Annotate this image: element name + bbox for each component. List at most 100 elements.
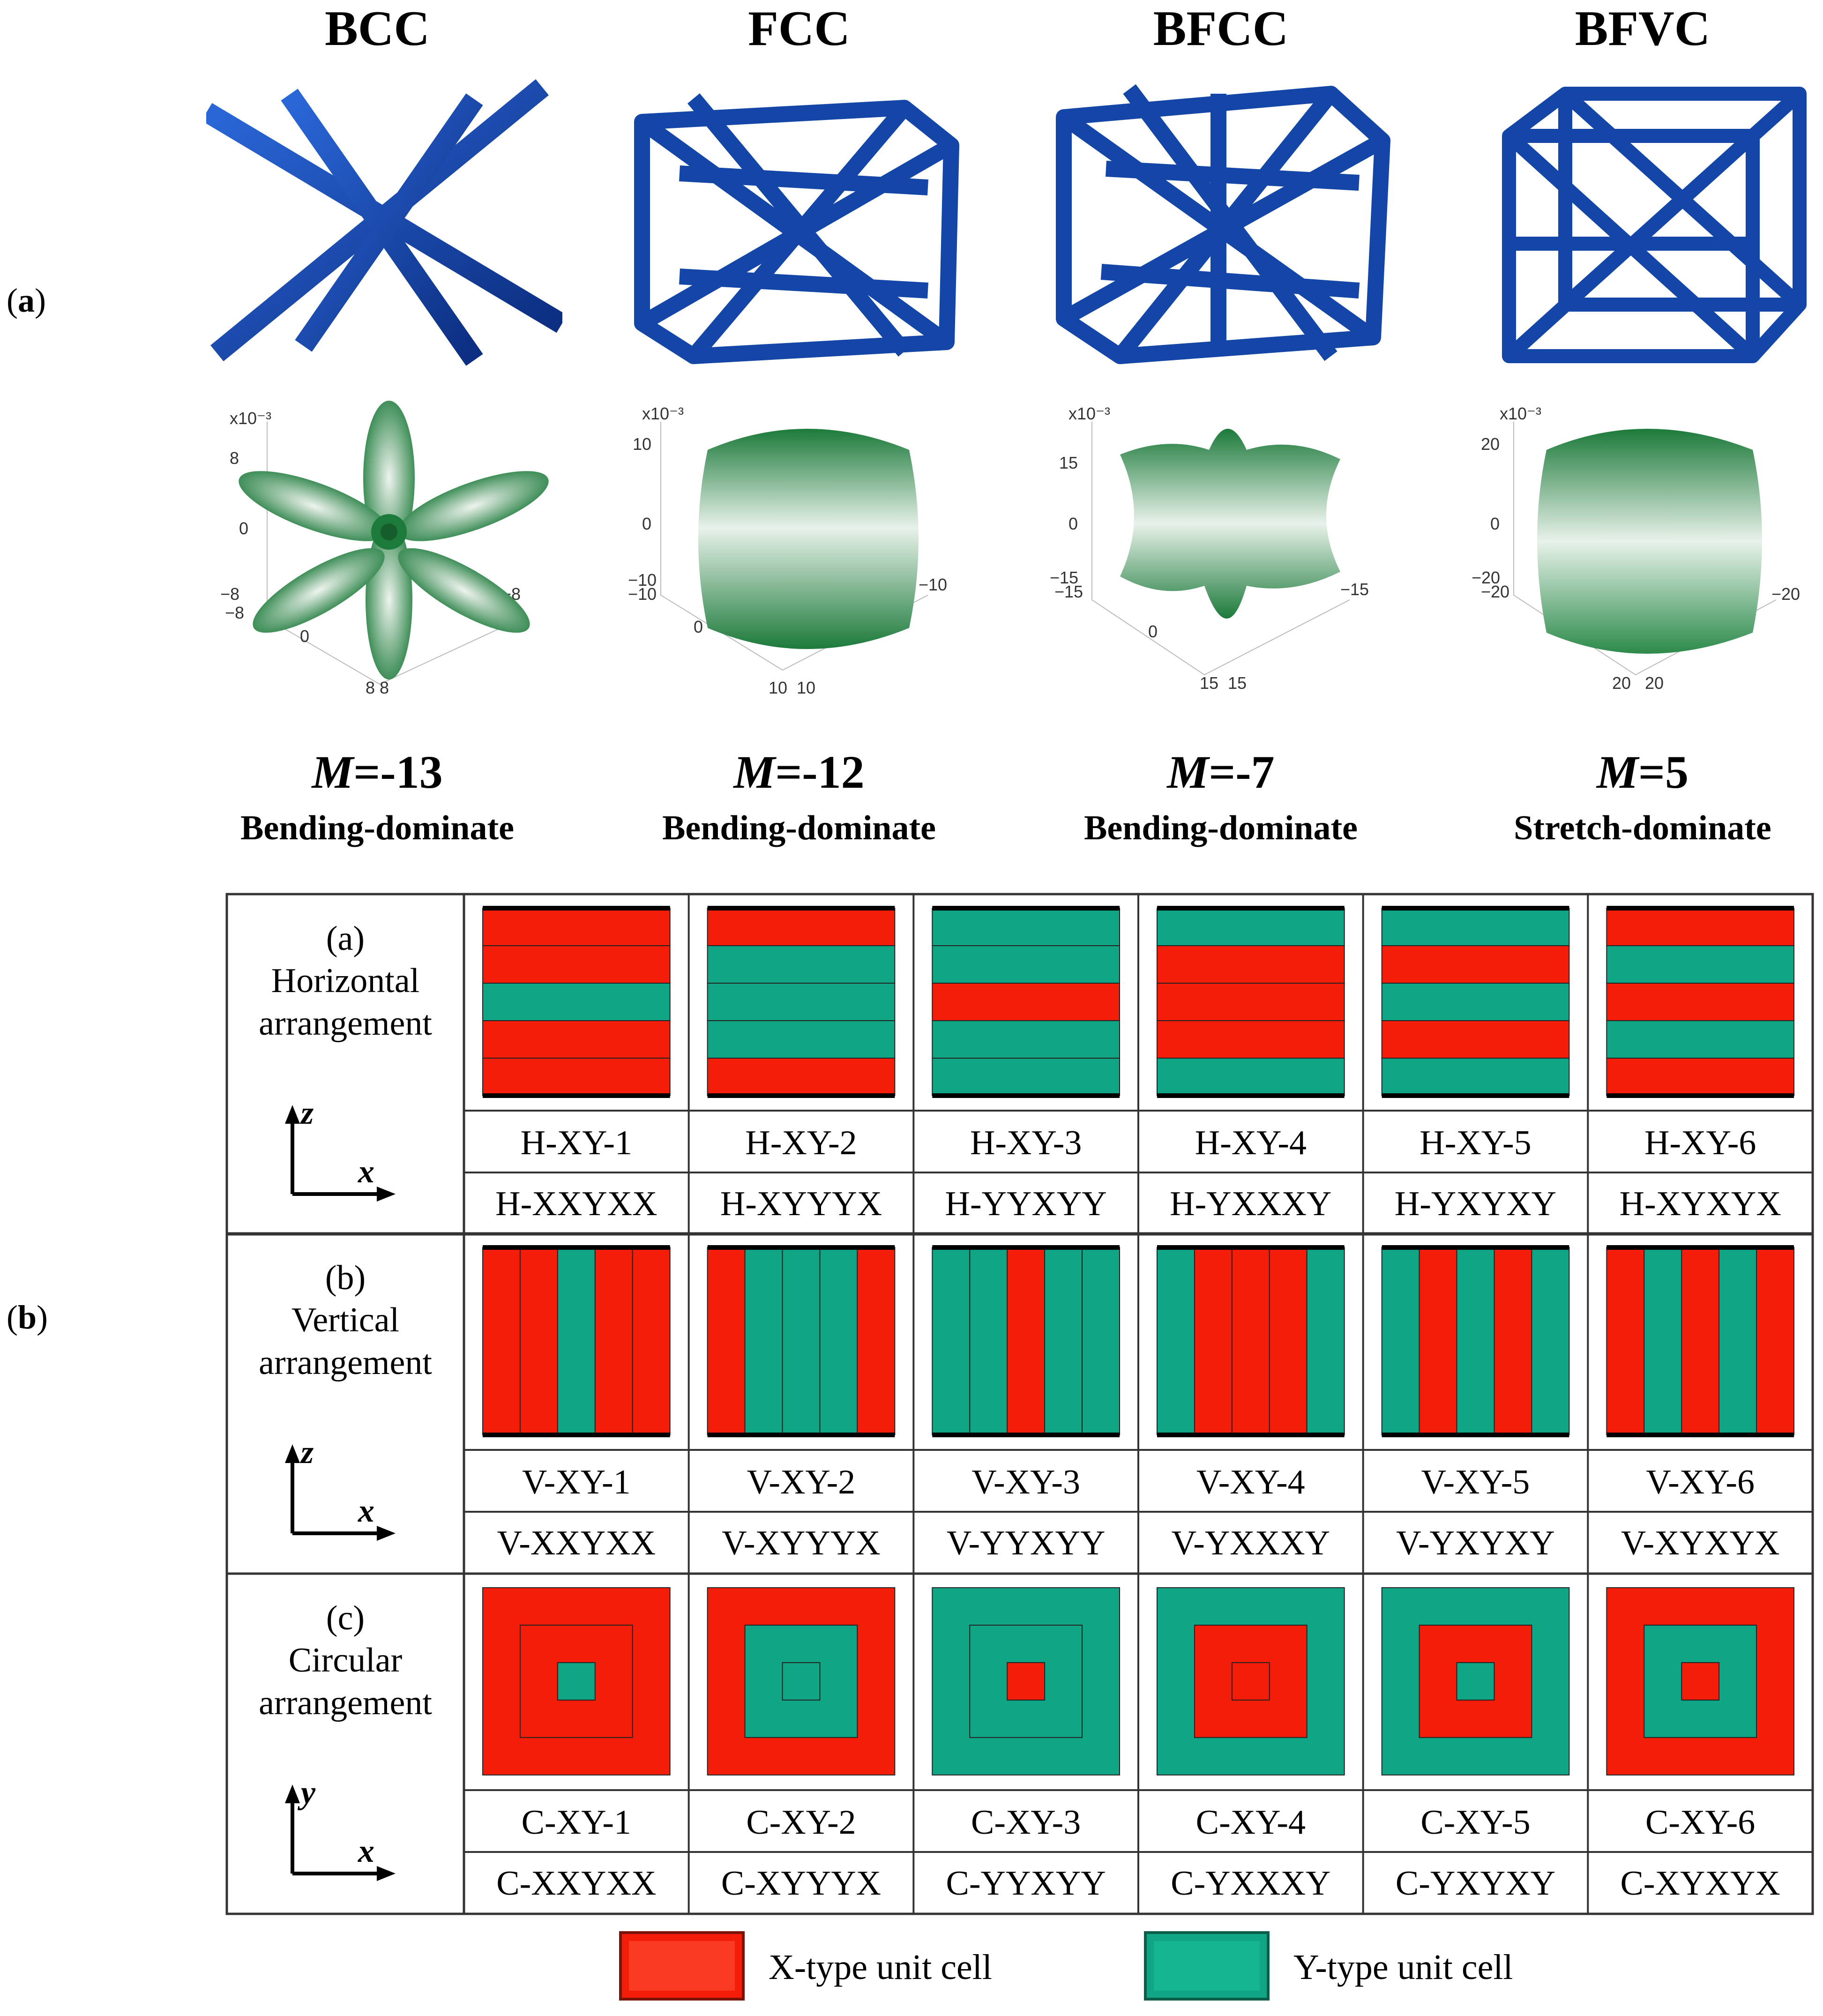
x-type-cell — [632, 1247, 671, 1435]
fcc-tick: 10 — [633, 434, 651, 454]
panel-b-tag: (b) — [7, 1299, 48, 1336]
x-type-cell — [1606, 983, 1794, 1021]
axis-arrowhead — [285, 1105, 300, 1124]
x-type-cell — [482, 1058, 671, 1096]
lattice-title-bfcc: BFCC — [1153, 1, 1289, 56]
fcc-tick: 0 — [642, 514, 651, 533]
x-type-cell — [1681, 1662, 1720, 1701]
y-type-cell — [1157, 1058, 1345, 1096]
fcc-tick: 0 — [694, 617, 703, 636]
lattice-title-bcc: BCC — [325, 1, 430, 56]
design-code: V-YXXXY — [1171, 1524, 1330, 1562]
bfcc-m-value: M=-7 — [1167, 746, 1275, 798]
y-type-cell — [1456, 1247, 1495, 1435]
x-type-cell — [519, 1247, 558, 1435]
design-id: C-XY-2 — [746, 1803, 856, 1842]
axis-arrowhead — [285, 1444, 300, 1463]
bfvc-tick: 0 — [1490, 514, 1500, 533]
y-type-cell — [557, 1247, 596, 1435]
legend-y-swatch — [1144, 1931, 1270, 2001]
design-id: V-XY-2 — [747, 1463, 856, 1501]
x-type-cell — [1157, 945, 1345, 984]
y-type-cell — [1082, 1247, 1120, 1435]
legend-x-label: X-type unit cell — [769, 1948, 992, 1987]
y-type-cell — [482, 983, 671, 1021]
bfvc-scale-label: x10⁻³ — [1500, 404, 1541, 423]
x-type-cell — [1756, 1247, 1794, 1435]
design-code: C-YXYXY — [1395, 1864, 1556, 1903]
panel-a-tag: (a) — [7, 282, 46, 319]
y-type-cell — [782, 1662, 821, 1701]
x-type-cell — [1494, 1247, 1532, 1435]
bfvc-tick: 20 — [1645, 673, 1664, 693]
bfcc-tick: −15 — [1050, 568, 1078, 587]
fcc-tick: 10 — [797, 678, 815, 697]
design-id: H-XY-3 — [970, 1124, 1082, 1162]
bcc-m-value: M=-13 — [312, 746, 443, 798]
x-type-cell — [857, 1247, 896, 1435]
design-id: C-XY-1 — [521, 1803, 631, 1842]
bfcc-tick: 15 — [1200, 673, 1218, 693]
x-type-cell — [1157, 1020, 1345, 1059]
bcc-tick: 8 — [366, 678, 375, 697]
y-type-cell — [1531, 1247, 1570, 1435]
x-type-cell — [707, 908, 896, 946]
design-code: V-XYXYX — [1621, 1524, 1780, 1562]
x-type-cell — [1381, 1020, 1570, 1059]
design-id: C-XY-5 — [1420, 1803, 1531, 1842]
x-type-cell — [1606, 1058, 1794, 1096]
design-code: C-XYYYX — [721, 1864, 882, 1903]
y-type-cell — [1381, 1058, 1570, 1096]
design-id: C-XY-4 — [1195, 1803, 1306, 1842]
x-type-cell — [594, 1247, 633, 1435]
bcc-tick: 0 — [239, 519, 248, 538]
bfcc-tick: 0 — [1068, 514, 1078, 533]
x-type-cell — [1269, 1247, 1307, 1435]
design-id: V-XY-4 — [1196, 1463, 1305, 1501]
lattice-title-fcc: FCC — [748, 1, 850, 56]
axis-horizontal-letter: x — [358, 1493, 374, 1529]
fcc-modulus-surface: x10⁻³ 10 0 −10 −10 0 10 10 −10 — [628, 404, 947, 697]
x-type-cell — [1606, 1247, 1645, 1435]
y-type-cell — [932, 1058, 1121, 1096]
y-type-cell — [1606, 1020, 1794, 1059]
y-type-cell — [932, 1020, 1121, 1059]
x-type-cell — [707, 1058, 896, 1096]
bcc-lattice-image — [206, 79, 562, 366]
design-code: V-YYXYY — [946, 1524, 1106, 1562]
x-type-cell — [482, 908, 671, 946]
x-type-cell — [482, 1020, 671, 1059]
design-code: H-YYXYY — [945, 1185, 1107, 1223]
bfcc-scale-label: x10⁻³ — [1068, 404, 1110, 423]
y-type-cell — [932, 945, 1121, 984]
y-type-cell — [1306, 1247, 1345, 1435]
axis-vertical-letter: z — [300, 1095, 314, 1131]
y-type-cell — [782, 1247, 821, 1435]
y-type-cell — [1381, 983, 1570, 1021]
bfcc-tick: 15 — [1228, 673, 1247, 693]
bfvc-tick: 20 — [1612, 673, 1631, 693]
bfvc-tick: −20 — [1771, 584, 1800, 604]
bcc-tick: 0 — [300, 627, 309, 646]
bcc-scale-label: x10⁻³ — [230, 409, 271, 428]
design-code: H-XYYYX — [720, 1185, 882, 1223]
axis-arrowhead — [377, 1866, 396, 1881]
x-type-cell — [1194, 1247, 1233, 1435]
design-code: C-XXYXX — [496, 1864, 657, 1903]
axis-arrowhead — [377, 1526, 396, 1541]
bcc-tick: −8 — [220, 584, 239, 604]
y-type-cell — [969, 1247, 1008, 1435]
design-code: V-XXYXX — [497, 1524, 656, 1562]
bfvc-tick: 20 — [1481, 434, 1500, 454]
bfcc-tick: −15 — [1340, 580, 1369, 599]
bcc-deformation-type: Bending-dominate — [240, 809, 514, 847]
design-id: H-XY-5 — [1420, 1124, 1532, 1162]
lattice-title-bfvc: BFVC — [1575, 1, 1711, 56]
x-type-cell — [1007, 1662, 1046, 1701]
y-type-cell — [1157, 1247, 1195, 1435]
legend-x-swatch — [619, 1931, 745, 2001]
bfvc-lattice-image — [1502, 87, 1807, 363]
